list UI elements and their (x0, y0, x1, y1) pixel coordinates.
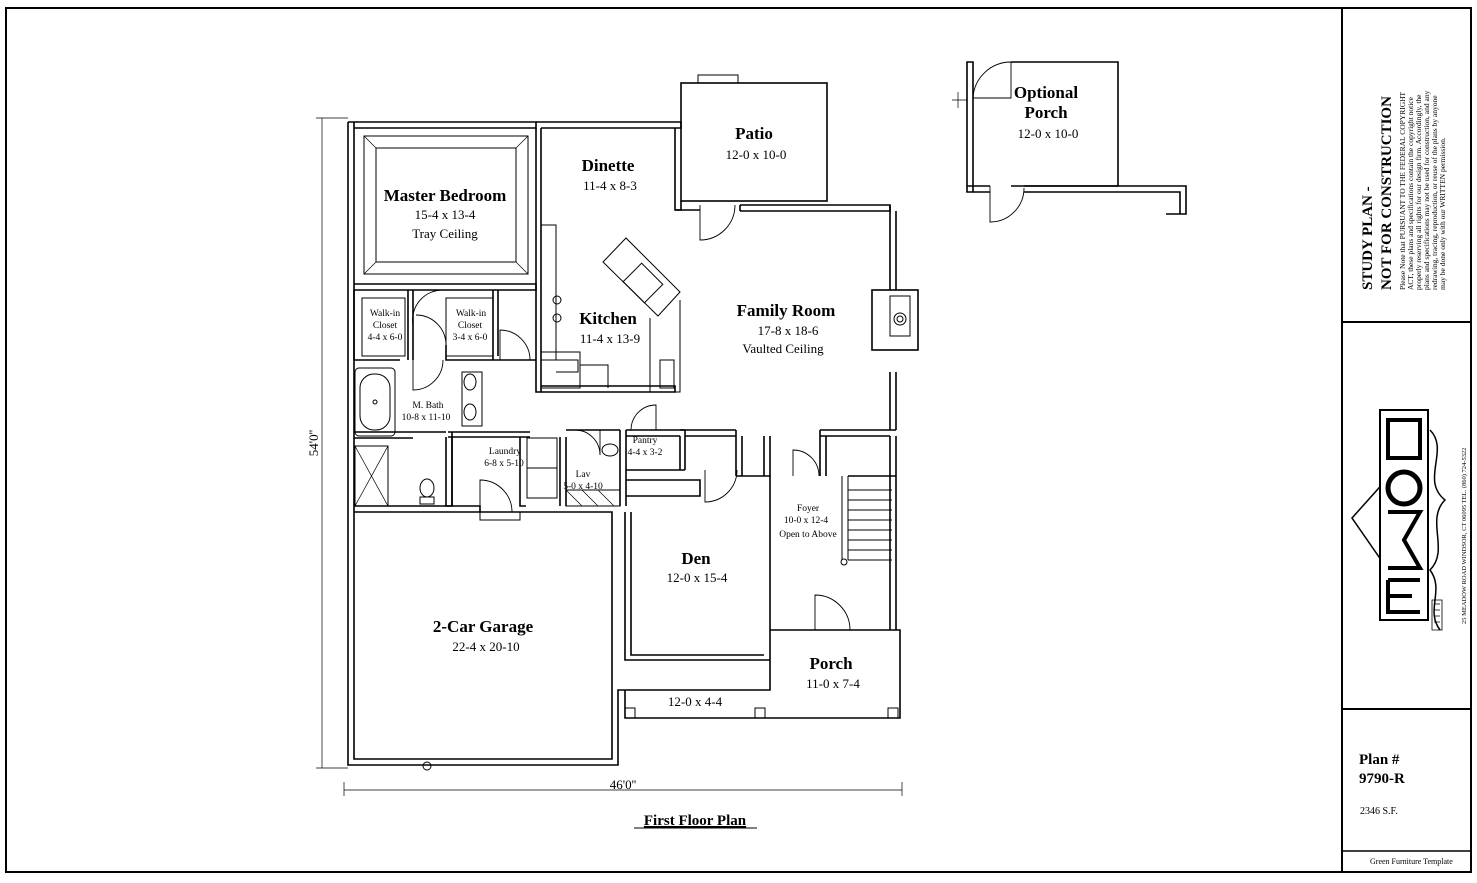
foyer-note: Open to Above (779, 530, 837, 540)
company-address: 25 MEADOW ROAD WINDSOR, CT 06095 TEL. (8… (1461, 448, 1468, 624)
sheet-frame (5, 7, 1472, 873)
closet-1-label-2: Closet (373, 321, 398, 331)
closet-2-label-2: Closet (458, 321, 483, 331)
overall-width: 46'0'' (610, 777, 637, 792)
garage-name: 2-Car Garage (433, 617, 534, 636)
copyright-notice-3: properly reserving all rights for our de… (1414, 94, 1423, 290)
plan-number: 9790-R (1359, 771, 1405, 787)
pantry-name: Pantry (633, 436, 658, 446)
porch-size: 11-0 x 7-4 (806, 676, 860, 691)
closet-2-size: 3-4 x 6-0 (453, 333, 488, 343)
closet-1-size: 4-4 x 6-0 (368, 333, 403, 343)
patio-size: 12-0 x 10-0 (726, 147, 787, 162)
copyright-notice-1: Please Note that PURSUANT TO THE FEDERAL… (1398, 91, 1407, 290)
room-labels: Master Bedroom 15-4 x 13-4 Tray Ceiling … (306, 83, 1078, 792)
floor-plan-walls (347, 74, 919, 771)
study-plan-line2: NOT FOR CONSTRUCTION (1379, 96, 1395, 290)
kitchen-size: 11-4 x 13-9 (580, 331, 640, 346)
overall-depth: 54'0'' (306, 430, 321, 457)
foyer-size: 10-0 x 12-4 (784, 516, 829, 526)
den-size: 12-0 x 15-4 (667, 570, 728, 585)
copyright-notice-4: plans and specifications may not be used… (1422, 90, 1431, 290)
template-note: Green Furniture Template (1370, 857, 1453, 866)
pantry-size: 4-4 x 3-2 (628, 448, 663, 458)
lav-name: Lav (576, 470, 591, 480)
foyer-name: Foyer (797, 504, 820, 514)
walkway-size: 12-0 x 4-4 (668, 694, 723, 709)
optional-porch-size: 12-0 x 10-0 (1018, 126, 1079, 141)
family-room-name: Family Room (737, 301, 836, 320)
master-bedroom-size: 15-4 x 13-4 (415, 207, 476, 222)
company-logo (1351, 409, 1447, 631)
optional-porch-drawing (952, 61, 1187, 223)
optional-porch-name-1: Optional (1014, 83, 1079, 102)
master-bath-name: M. Bath (412, 401, 443, 411)
master-bedroom-note: Tray Ceiling (412, 226, 478, 241)
garage-size: 22-4 x 20-10 (452, 639, 519, 654)
master-bath-size: 10-8 x 11-10 (402, 413, 451, 423)
closet-2-label-1: Walk-in (456, 309, 487, 319)
copyright-notice-6: may be done only with our WRITTEN permis… (1438, 137, 1447, 290)
dinette-name: Dinette (582, 156, 635, 175)
kitchen-name: Kitchen (579, 309, 637, 328)
plan-title: First Floor Plan (644, 813, 747, 829)
family-room-size: 17-8 x 18-6 (758, 323, 819, 338)
laundry-name: Laundry (489, 447, 521, 457)
master-bedroom-name: Master Bedroom (384, 186, 507, 205)
copyright-notice-2: ACT, these plans and specifications cont… (1406, 96, 1415, 290)
porch-name: Porch (809, 654, 853, 673)
study-plan-line1: STUDY PLAN - (1360, 186, 1376, 290)
tray-ceiling (363, 135, 529, 275)
kitchen-counters (541, 224, 681, 393)
dinette-size: 11-4 x 8-3 (583, 178, 637, 193)
lav-size: 5-0 x 4-10 (563, 482, 603, 492)
optional-porch-name-2: Porch (1024, 103, 1068, 122)
patio-name: Patio (735, 124, 773, 143)
den-name: Den (681, 549, 711, 568)
copyright-notice-5: redrawing, tracing, reproduction, or reu… (1430, 95, 1439, 290)
plan-number-label: Plan # (1359, 752, 1400, 768)
door-swings (412, 204, 851, 631)
square-footage: 2346 S.F. (1360, 806, 1398, 817)
laundry-size: 6-8 x 5-10 (484, 459, 524, 469)
closet-1-label-1: Walk-in (370, 309, 401, 319)
dimension-lines (316, 117, 903, 796)
title-block: STUDY PLAN - NOT FOR CONSTRUCTION Please… (1351, 90, 1468, 866)
family-room-note: Vaulted Ceiling (742, 341, 824, 356)
